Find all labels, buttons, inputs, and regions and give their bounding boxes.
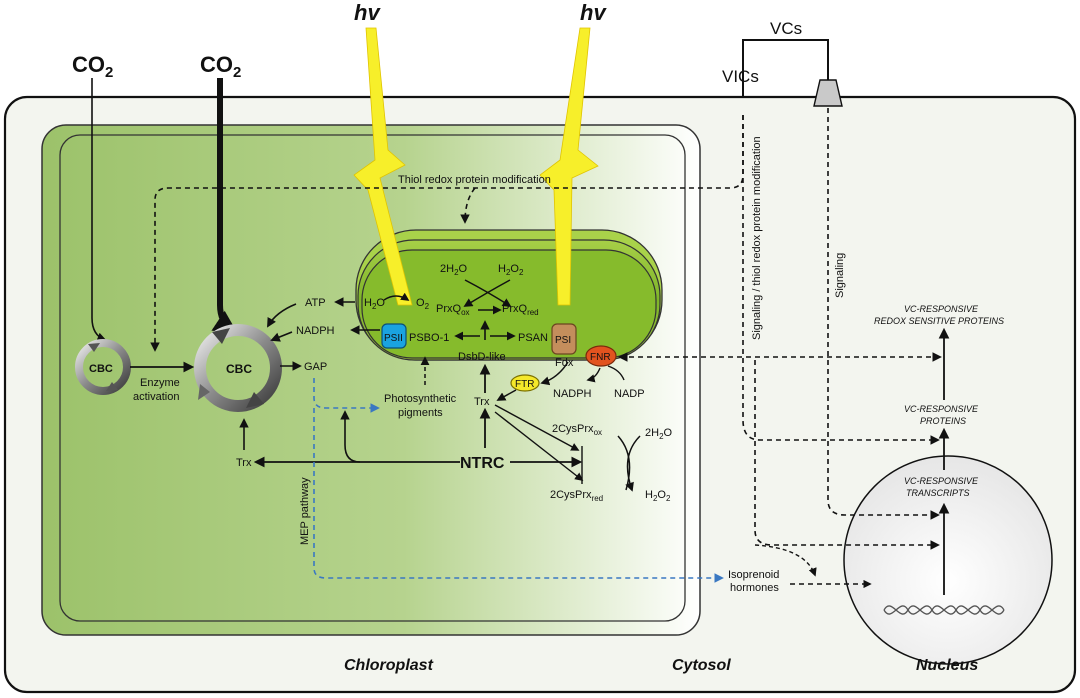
psii-complex	[381, 323, 407, 349]
thiol-to-thylakoid-arrow	[460, 187, 476, 224]
fdx-to-ftr-arrow	[540, 361, 569, 386]
o2-label: O2	[416, 297, 430, 311]
isoprenoid-label-2: hormones	[730, 582, 779, 594]
cysprx-red-label: 2CysPrxred	[550, 489, 603, 503]
vc-proteins-label-1: VC-RESPONSIVE	[904, 404, 979, 414]
nucleus-label: Nucleus	[916, 657, 978, 674]
fdx-label: Fdx	[555, 357, 574, 369]
chloroplast-inner-membrane	[59, 134, 686, 622]
chloroplast-label: Chloroplast	[344, 657, 434, 674]
prxq-ox-label: PrxQox	[436, 303, 470, 317]
co2-arrow-thin	[91, 78, 107, 342]
h2o2-right-label: H2O2	[645, 489, 671, 503]
light-bolt-left	[353, 27, 413, 306]
cbc-small-cycle	[75, 339, 131, 395]
cbc-large-label: CBC	[226, 362, 252, 376]
nadph-left-label: NADPH	[296, 325, 335, 337]
ntrc-label: NTRC	[460, 455, 505, 472]
vc-redox-label-2: REDOX SENSITIVE PROTEINS	[874, 316, 1004, 326]
co2-label-left: CO2	[72, 52, 113, 81]
ftr-to-trx-arrow	[496, 389, 517, 401]
vcs-label: VCs	[770, 19, 802, 38]
nadp-label: NADP	[614, 388, 645, 400]
gap-to-pigments-arrow	[313, 378, 380, 413]
vics-label: VICs	[722, 67, 759, 86]
vc-transcripts-label-2: TRANSCRIPTS	[906, 488, 970, 498]
ftr-enzyme	[510, 374, 540, 392]
mep-pathway-label: MEP pathway	[299, 477, 311, 545]
fnr-to-nadph-arrow	[586, 367, 601, 383]
water-split-arrow	[383, 292, 410, 301]
cbc-small-label: CBC	[89, 363, 113, 375]
vc-transcripts-label-1: VC-RESPONSIVE	[904, 476, 979, 486]
psi-complex	[551, 323, 577, 355]
psan-label: PSAN	[518, 332, 548, 344]
prxq-cycle-arrow-right	[463, 279, 511, 307]
nucleus-envelope	[843, 455, 1053, 665]
trx-left-label: Trx	[236, 457, 252, 469]
ntrc-to-pigments-arrow	[340, 410, 361, 463]
prxq-red-label: PrxQred	[502, 303, 539, 317]
photosynthetic-label-2: pigments	[398, 407, 443, 419]
vcs-channel	[742, 39, 843, 107]
atp-to-cbc-arrow	[267, 303, 297, 328]
psii-label: PSII	[384, 333, 403, 344]
trx-to-cysprx-arrow	[494, 404, 580, 451]
fnr-enzyme	[585, 345, 617, 367]
atp-label: ATP	[305, 297, 326, 309]
hv-label-left: hv	[354, 0, 381, 25]
nadp-reduction-arrow	[607, 365, 625, 381]
nadph-to-cbc-arrow	[270, 331, 293, 342]
thiol-redox-label: Thiol redox protein modification	[398, 174, 551, 186]
vc-proteins-label-2: PROTEINS	[920, 416, 966, 426]
h2o-left-label: H2O	[364, 297, 385, 311]
trx-mid-label: Trx	[474, 396, 490, 408]
signaling-line	[827, 108, 940, 520]
enzyme-activation-label-2: activation	[133, 391, 179, 403]
trx-to-cysprx2-arrow	[494, 411, 584, 482]
photosynthetic-label-1: Photosynthetic	[384, 393, 457, 405]
psbo-label: PSBO-1	[409, 332, 449, 344]
cbc-large-cycle	[194, 324, 282, 412]
h2o2-top-label: H2O2	[498, 263, 524, 277]
signaling-label: Signaling	[834, 253, 846, 298]
cysprx-ox-label: 2CysPrxox	[552, 423, 602, 437]
vics-to-nucleus-line	[754, 360, 940, 550]
enzyme-activation-label-1: Enzyme	[140, 377, 180, 389]
2h2o-right-label: 2H2O	[645, 427, 673, 441]
2h2o-top-label: 2H2O	[440, 263, 468, 277]
vc-redox-label-1: VC-RESPONSIVE	[904, 304, 979, 314]
dna-helix-icon	[883, 605, 1005, 615]
psi-label: PSI	[555, 335, 571, 346]
signaling-thiol-line	[742, 115, 940, 445]
light-bolt-right	[539, 27, 599, 306]
hv-label-right: hv	[580, 0, 607, 25]
signaling-thiol-label: Signaling / thiol redox protein modifica…	[751, 136, 763, 340]
fnr-label: FNR	[590, 352, 611, 363]
cysprx-cycle-bottom	[625, 435, 641, 492]
isoprenoid-label-1: Isoprenoid	[728, 569, 779, 581]
gap-label: GAP	[304, 361, 327, 373]
co2-label-right: CO2	[200, 52, 241, 81]
dsbd-label: DsbD-like	[458, 351, 506, 363]
cytosol-label: Cytosol	[672, 657, 731, 674]
vics-to-isoprenoid-line	[754, 544, 817, 577]
nadph-right-label: NADPH	[553, 388, 592, 400]
ftr-label: FTR	[515, 379, 534, 390]
